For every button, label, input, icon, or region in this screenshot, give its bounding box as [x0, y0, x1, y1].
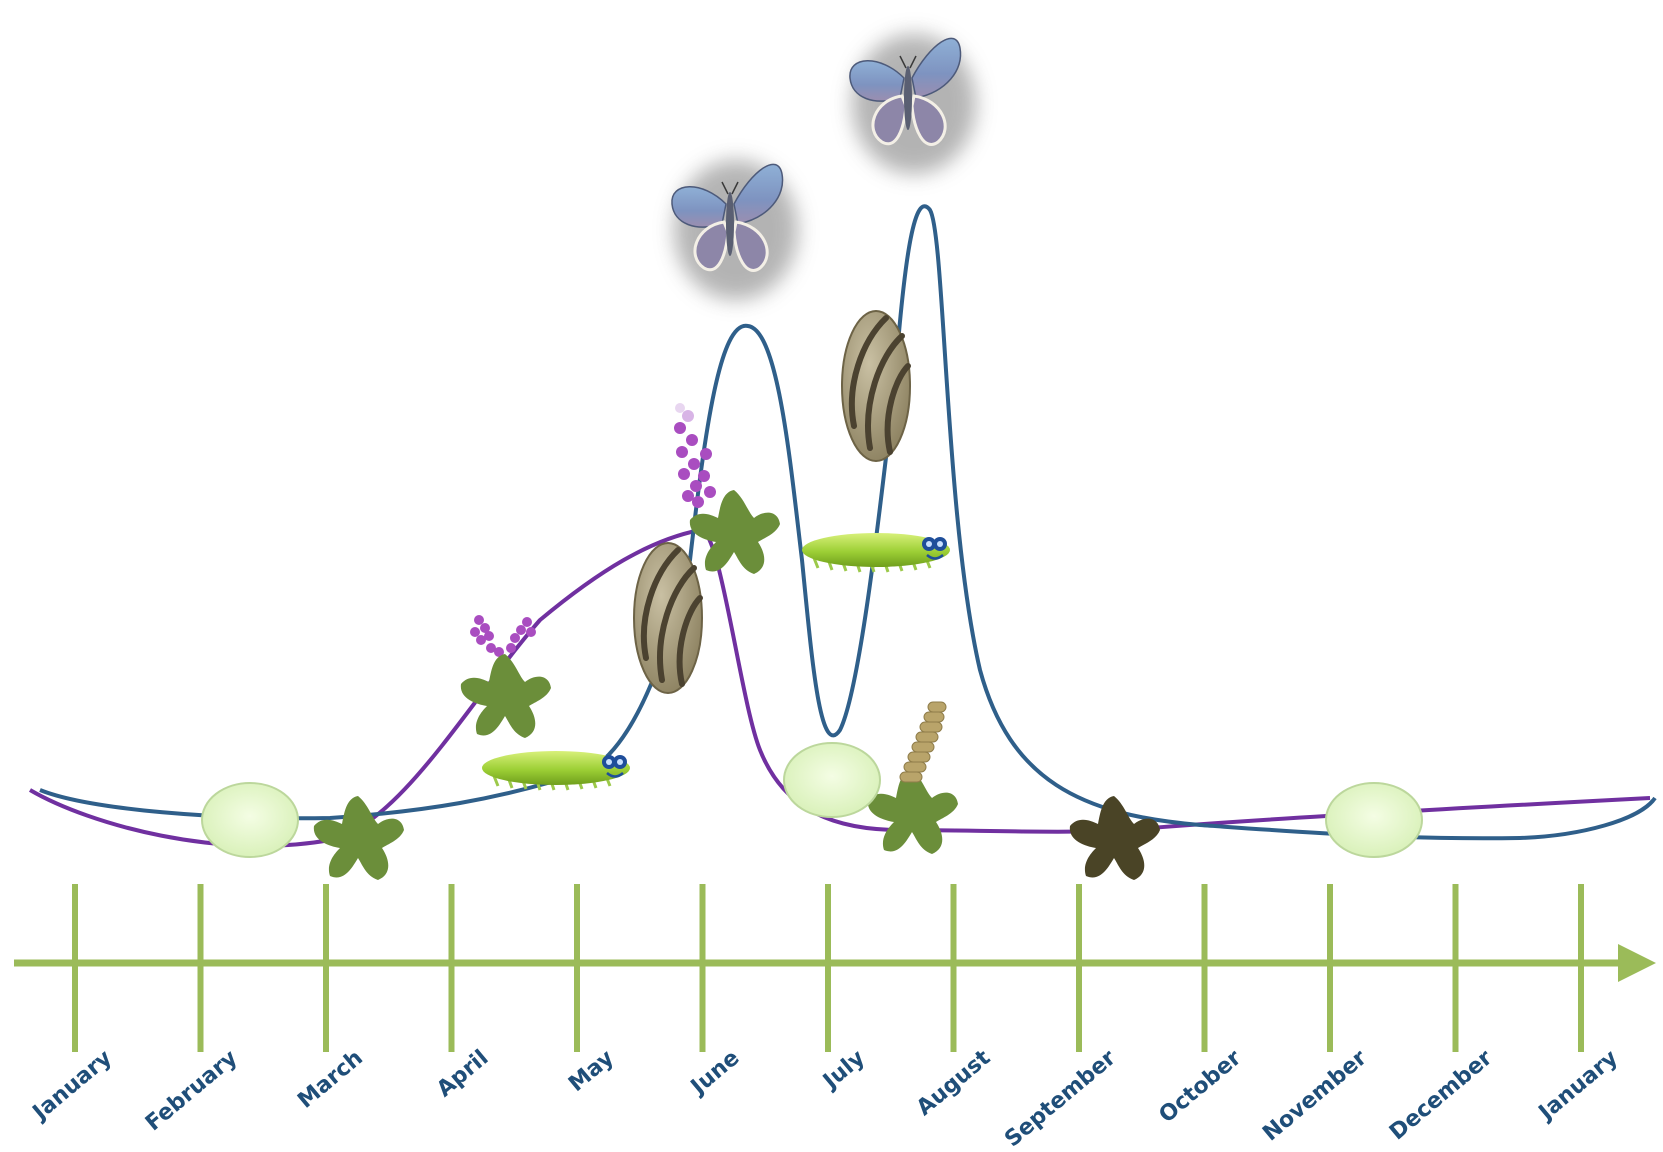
butterfly-icon — [672, 160, 798, 300]
month-label: November — [1258, 1045, 1372, 1146]
rosette-plant-icon — [314, 796, 404, 880]
timeline-arrow-head — [1618, 944, 1656, 982]
month-label: January — [1533, 1045, 1623, 1126]
caterpillar-icon — [482, 751, 630, 790]
month-label: March — [293, 1045, 368, 1113]
month-label: January — [27, 1045, 117, 1126]
flowering-plant-icon — [461, 615, 551, 738]
month-label: October — [1155, 1045, 1247, 1128]
butterfly-icon — [850, 34, 976, 174]
caterpillar-icon — [802, 533, 950, 572]
month-label: August — [912, 1045, 996, 1121]
month-label: February — [141, 1045, 242, 1136]
pupa-icon — [634, 543, 702, 693]
month-label: September — [1000, 1045, 1121, 1152]
egg-icon — [202, 783, 298, 857]
pupa-icon — [842, 311, 910, 461]
month-label: May — [564, 1045, 619, 1097]
month-label: July — [817, 1045, 870, 1095]
month-labels: January February March April May June July Augu… — [27, 1045, 1623, 1152]
butterfly-population-curve — [40, 206, 1655, 838]
month-label: April — [432, 1045, 493, 1102]
egg-icon — [1326, 783, 1422, 857]
timeline-axis — [14, 944, 1656, 982]
month-label: December — [1385, 1045, 1497, 1145]
egg-icon — [784, 743, 880, 817]
month-label: June — [685, 1045, 744, 1100]
month-ticks — [75, 884, 1581, 1052]
dead-plant-icon — [1070, 796, 1160, 880]
